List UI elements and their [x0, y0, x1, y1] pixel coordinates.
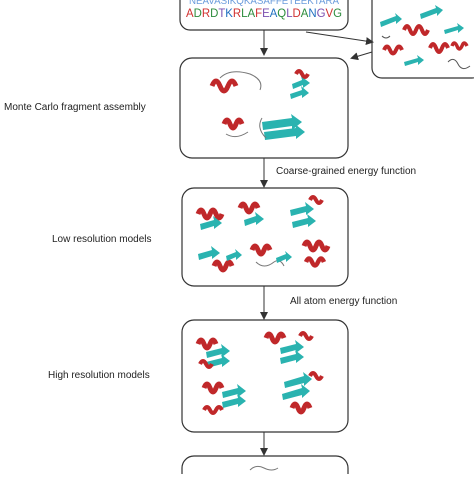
label-high-res: High resolution models [48, 370, 150, 381]
sequence-residue: R [233, 8, 241, 20]
sequence-residue: A [301, 8, 309, 20]
fragment-library-box [371, 0, 474, 79]
fragment-strand-3 [444, 23, 464, 34]
label-coarse-energy: Coarse-grained energy function [276, 166, 417, 177]
low-res-model-1 [195, 207, 225, 230]
arrow-fragments-to-assembly [350, 51, 373, 61]
sequence-residue: V [326, 8, 334, 20]
high-res-model-3 [201, 381, 246, 415]
sequence-line-1: NEAVASIKQKASAFFETEEKTARA [189, 0, 339, 7]
sequence-residue: K [225, 8, 233, 20]
final-model-box [181, 455, 349, 479]
low-res-model-5 [249, 243, 292, 267]
sequence-residue: D [210, 8, 218, 20]
high-res-model-4 [282, 371, 324, 415]
sequence-line-2: ADRDTKRLAFEAQLDANGVG [186, 8, 342, 20]
label-all-atom-energy: All atom energy function [290, 296, 398, 307]
sequence-residue: F [255, 8, 262, 20]
fragment-coil-1 [447, 58, 471, 70]
sequence-residue: E [262, 8, 270, 20]
high-res-box [181, 319, 349, 433]
assembly-model-4 [259, 114, 305, 140]
sequence-residue: R [202, 8, 210, 20]
fragment-helix-2 [428, 42, 450, 54]
assembly-model-1 [209, 71, 262, 94]
fragment-helix-3 [382, 44, 404, 56]
sequence-residue: Q [277, 8, 286, 20]
low-res-model-6 [301, 239, 331, 268]
low-res-model-2 [237, 201, 264, 226]
sequence-residue: D [194, 8, 202, 20]
sequence-residue: N [308, 8, 316, 20]
fragment-helix-1 [402, 24, 430, 36]
sequence-residue: G [333, 8, 342, 20]
sequence-residue: T [218, 8, 225, 20]
assembly-model-3 [221, 117, 249, 138]
sequence-residue: D [293, 8, 301, 20]
sequence-box: NEAVASIKQKASAFFETEEKTARA ADRDTKRLAFEAQLD… [179, 0, 349, 31]
high-res-model-2 [263, 331, 314, 364]
fragment-strand-2 [420, 5, 443, 19]
sequence-residue: L [241, 8, 248, 20]
label-low-res: Low resolution models [52, 234, 152, 245]
fragment-helix-4 [450, 41, 469, 51]
sequence-residue: G [317, 8, 326, 20]
sequence-residue: A [270, 8, 278, 20]
sequence-residue: A [186, 8, 194, 20]
assembly-box [179, 57, 349, 159]
assembly-model-2 [290, 69, 310, 99]
sequence-residue: A [248, 8, 256, 20]
fragment-coil-2 [381, 35, 391, 39]
arrow-sequence-to-fragments [305, 31, 374, 46]
fragment-strand-1 [380, 13, 402, 27]
label-fragment-assembly: Monte Carlo fragment assembly [4, 102, 146, 113]
low-res-model-3 [290, 195, 324, 228]
low-res-box [181, 187, 349, 287]
fragment-strand-4 [404, 55, 424, 66]
low-res-model-4 [198, 246, 242, 273]
sequence-residue: L [286, 8, 293, 20]
high-res-model-1 [195, 337, 230, 369]
